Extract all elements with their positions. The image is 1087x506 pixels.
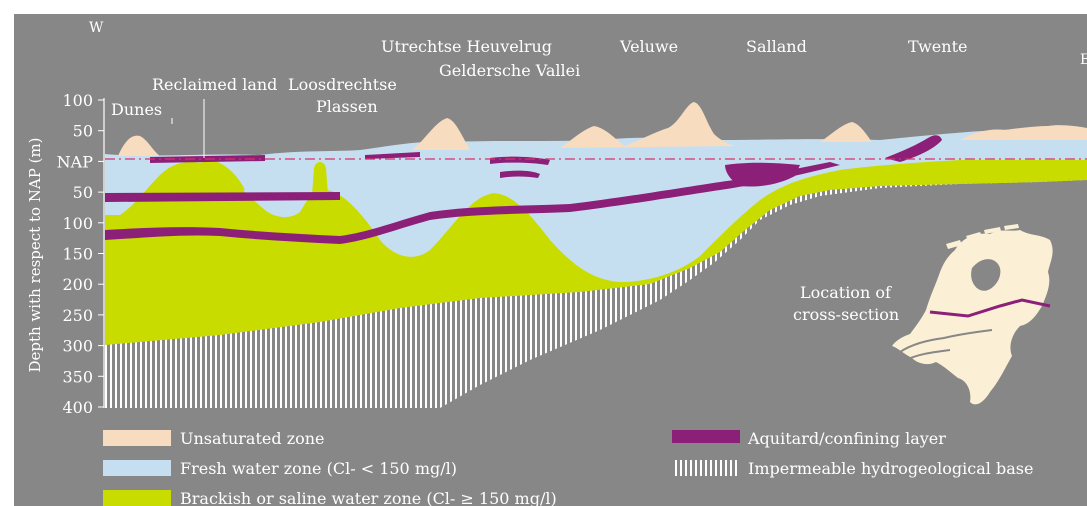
legend-swatch-fresh — [103, 460, 171, 476]
map-label-line1: Location of — [800, 283, 892, 302]
map-islands — [946, 224, 1019, 249]
compass-west: W — [89, 20, 104, 36]
aquitard-upper — [105, 192, 340, 202]
depth-tick-label: 200 — [62, 275, 93, 294]
label-twente: Twente — [908, 37, 967, 56]
label-reclaimed-land: Reclaimed land — [152, 75, 277, 94]
map-label-line2: cross-section — [793, 305, 899, 324]
depth-tick-label: 250 — [62, 306, 93, 325]
saline-wedge-west — [168, 160, 245, 190]
map-inner-lake — [971, 259, 1001, 291]
legend-swatch-aquitard — [672, 430, 740, 443]
depth-axis-title: Depth with respect to NAP (m) — [26, 137, 44, 372]
legend-label-aquitard: Aquitard/confining layer — [747, 429, 946, 448]
depth-tick-label: 150 — [62, 245, 93, 264]
legend-label-brackish: Brackish or saline water zone (Cl- ≥ 150… — [180, 489, 557, 506]
netherlands-map — [892, 230, 1053, 405]
unsaturated-twente — [960, 125, 1087, 140]
label-plassen: Plassen — [316, 97, 378, 116]
map-rivers — [899, 329, 993, 363]
aquitard-salland-lens — [725, 162, 800, 187]
depth-tick-label: NAP — [57, 152, 94, 171]
legend-swatch-impermeable — [672, 460, 740, 476]
label-loosdrechtse: Loosdrechtse — [288, 75, 397, 94]
depth-tick-label: 100 — [62, 91, 93, 110]
unsaturated-veluwe — [560, 102, 735, 148]
label-dunes: Dunes — [111, 100, 162, 119]
depth-tick-label: 400 — [62, 398, 93, 417]
legend-swatch-brackish — [103, 490, 171, 506]
depth-tick-label: 350 — [62, 367, 93, 386]
unsaturated-utrechtse-heuvelrug — [412, 118, 470, 150]
label-geldersche-vallei: Geldersche Vallei — [439, 61, 580, 80]
label-salland: Salland — [746, 37, 807, 56]
saline-dome-loosdrecht — [312, 162, 328, 195]
compass-east: E — [1080, 52, 1087, 68]
aquitard-twente-wedge — [885, 135, 942, 162]
label-utrechtse-heuvelrug: Utrechtse Heuvelrug — [381, 37, 552, 56]
unsaturated-salland — [820, 122, 872, 142]
legend-label-unsaturated: Unsaturated zone — [180, 429, 325, 448]
legend-label-fresh: Fresh water zone (Cl- < 150 mg/l) — [180, 459, 457, 478]
legend-label-impermeable: Impermeable hydrogeological base — [748, 459, 1033, 478]
label-veluwe: Veluwe — [619, 37, 678, 56]
depth-tick-label: 300 — [62, 337, 93, 356]
depth-tick-label: 50 — [73, 183, 93, 202]
depth-tick-label: 100 — [62, 214, 93, 233]
depth-tick-label: 50 — [73, 122, 93, 141]
unsaturated-dunes — [118, 135, 160, 156]
map-section-line — [929, 298, 1051, 318]
legend-swatch-unsaturated — [103, 430, 171, 446]
